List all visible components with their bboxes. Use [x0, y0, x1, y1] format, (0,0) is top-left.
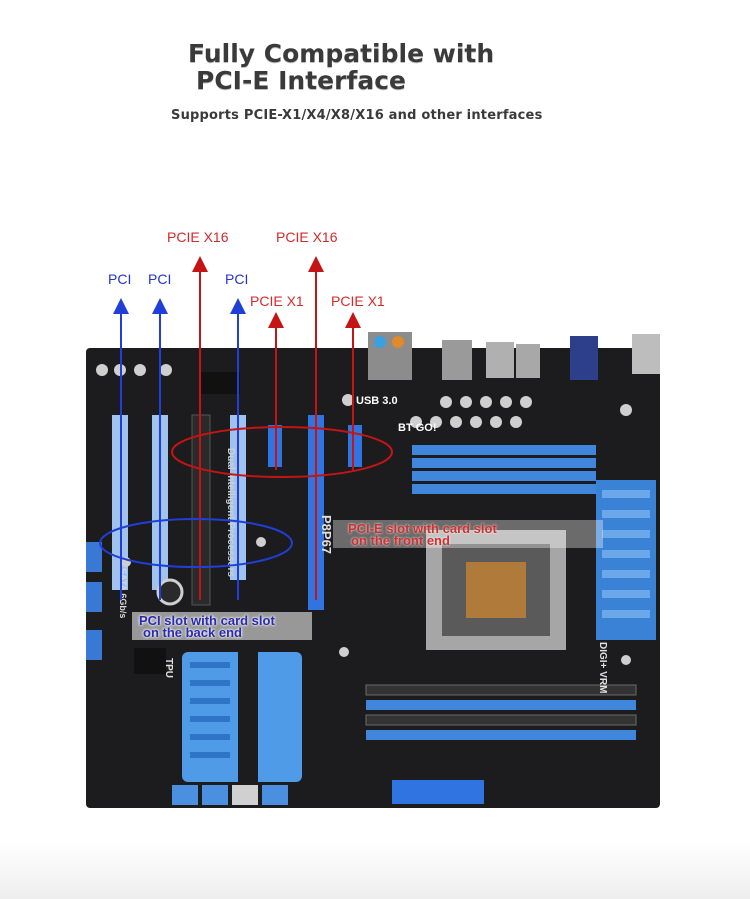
motherboard-image: USB 3.0 BT GO! P8P67 Dual Intelligent Pr…: [86, 330, 666, 810]
title-line-2: PCI-E Interface: [196, 66, 406, 95]
callout-pci-line-1: PCI slot with card slot: [139, 613, 275, 628]
label-pci-3: PCI: [225, 271, 249, 287]
label-pcie-x1-left: PCIE X1: [250, 293, 304, 309]
board-text-btgo: BT GO!: [398, 422, 437, 434]
callout-box-pcie: [333, 520, 603, 548]
label-pci-1: PCI: [108, 271, 132, 287]
label-pcie-x16-left: PCIE X16: [167, 229, 229, 245]
highlight-pci-back: [99, 518, 293, 568]
callout-pcie-line-1: PCI-E slot with card slot: [348, 521, 497, 536]
callout-box-pci: [132, 612, 312, 640]
label-pci-2: PCI: [148, 271, 172, 287]
title-line-1: Fully Compatible with: [188, 39, 495, 68]
callout-pci-line-2: on the back end: [143, 625, 242, 640]
label-pcie-x1-right: PCIE X1: [331, 293, 385, 309]
page-title: Fully Compatible with PCI-E Interface: [188, 40, 494, 94]
board-text-usb: USB 3.0: [356, 395, 398, 407]
subtitle: Supports PCIE-X1/X4/X8/X16 and other int…: [171, 108, 543, 123]
callout-pcie-front: PCI-E slot with card slot on the front e…: [348, 521, 497, 548]
motherboard-graphic: [86, 332, 660, 808]
callout-pcie-line-2: on the front end: [351, 533, 450, 548]
bottom-fade: [0, 840, 750, 899]
label-pcie-x16-right: PCIE X16: [276, 229, 338, 245]
highlight-pcie-front: [171, 426, 393, 478]
callout-pci-back: PCI slot with card slot on the back end: [139, 613, 275, 640]
